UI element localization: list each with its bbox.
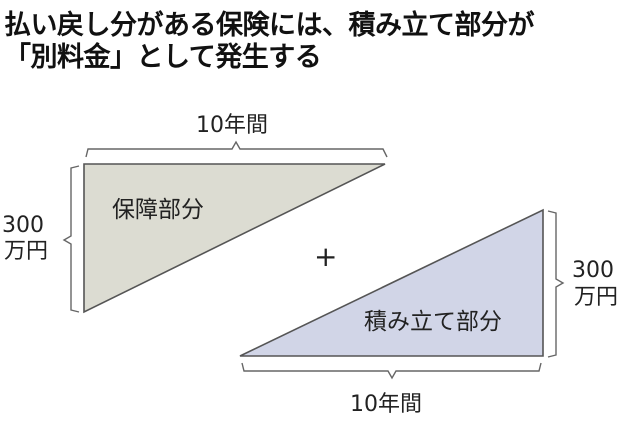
protection-label: 保障部分	[112, 197, 204, 223]
savings-duration-label: 10年間	[350, 392, 422, 417]
title-line-2: 「別料金」として発生する	[4, 42, 322, 73]
protection-duration-label: 10年間	[196, 113, 268, 138]
savings-amount-value: 300	[572, 258, 614, 283]
protection-amount-unit: 万円	[4, 239, 49, 264]
protection-triangle	[83, 163, 386, 314]
savings-triangle	[239, 208, 544, 357]
savings-label: 積み立て部分	[364, 309, 502, 335]
savings-duration-brace	[241, 362, 542, 380]
protection-amount-brace	[62, 165, 80, 313]
plus-operator: +	[314, 240, 338, 273]
title-line-1: 払い戻し分がある保険には、積み立て部分が	[4, 10, 535, 41]
savings-amount-unit: 万円	[574, 285, 619, 310]
protection-duration-brace	[85, 140, 388, 158]
protection-amount-value: 300	[2, 213, 44, 238]
diagram-title: 払い戻し分がある保険には、積み立て部分が 「別料金」として発生する	[4, 10, 535, 74]
savings-amount-brace	[547, 210, 565, 358]
